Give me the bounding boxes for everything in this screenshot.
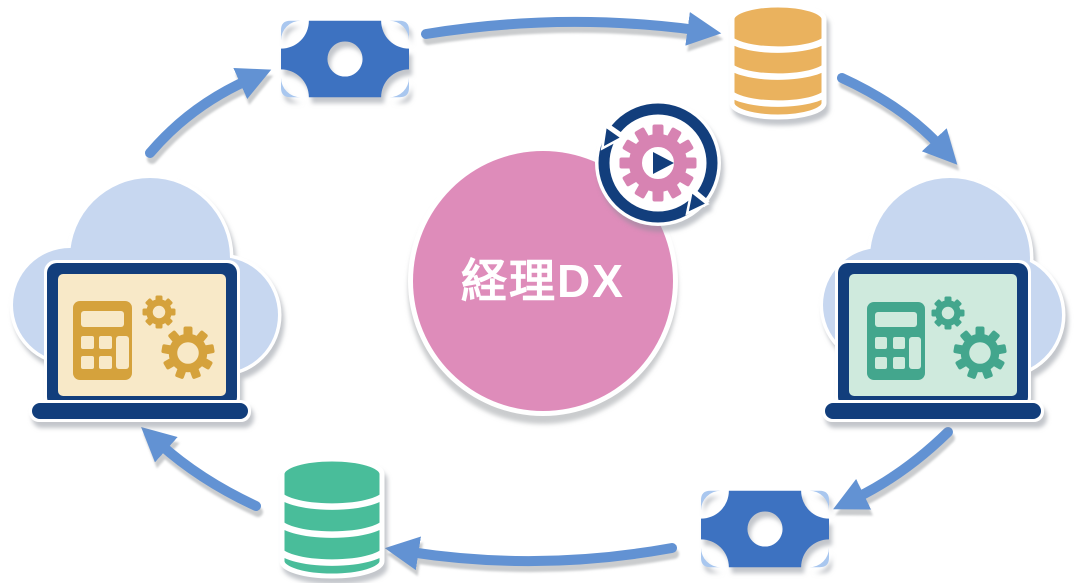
money-icon-top [281,20,409,98]
database-separators [732,34,824,107]
badge-ring [598,103,718,223]
money-icon-bottom [701,490,829,568]
money-body [701,490,829,568]
arrow-database-to-left-cloud [141,426,261,511]
money-corners [281,20,409,98]
arrow-money-to-database-top [421,12,722,46]
gear-icon-small [931,296,965,330]
money-corners [701,490,829,568]
ring-arrowhead [685,189,710,216]
laptop-base [825,403,1041,419]
arrow-right-cloud-to-money [833,427,953,510]
sync-gears-icon [595,100,721,226]
database-body [729,2,827,120]
arrow-left-cloud-to-money [145,67,272,158]
center-label: 経理DX [461,255,625,307]
database-separators [282,490,382,566]
database-icon-amber [729,2,827,120]
laptop-base [32,403,248,419]
arrow-database-to-right-cloud [837,73,958,165]
laptop-icon [822,260,1044,422]
gear-icon-small [142,295,176,329]
ring-arrowhead [600,124,625,151]
calculator-icon [73,301,132,380]
gear-icon-large [953,326,1007,379]
cloud-laptop-icon-left [9,174,282,422]
arrow-money-to-database-bottom [384,536,677,571]
money-body [281,20,409,98]
calculator-icon [867,302,925,380]
laptop-icon [29,260,251,422]
cloud-laptop-icon-right [819,174,1066,422]
play-icon [653,152,674,174]
gear-icon-large [161,326,215,379]
gear-icon [619,124,697,202]
database-icon-green [279,456,385,579]
database-body [279,456,385,579]
